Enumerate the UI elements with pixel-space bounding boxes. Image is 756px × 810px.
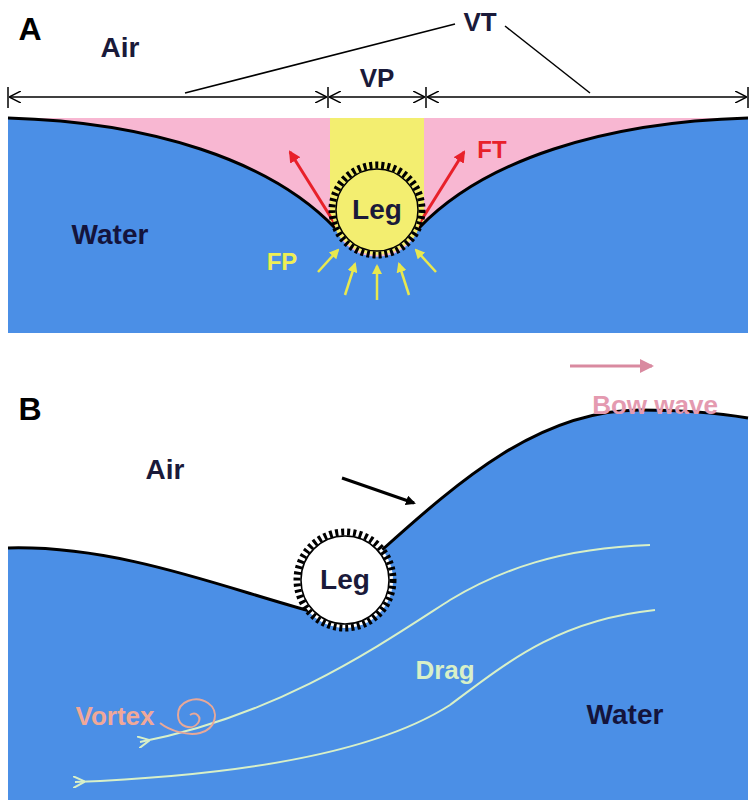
force-label: FP <box>267 249 298 275</box>
volume-label: VT <box>463 8 496 37</box>
leg-circle: Leg <box>293 528 397 632</box>
flow-label: Vortex <box>76 702 155 731</box>
wave-label: Bow wave <box>592 391 718 420</box>
panel-letter: A <box>18 12 41 47</box>
volume-label: VP <box>357 64 398 93</box>
medium-label: Water <box>587 700 664 731</box>
force-label: FT <box>477 137 506 163</box>
leg-label: Leg <box>352 194 402 226</box>
medium-label: Water <box>72 220 149 251</box>
panel-letter: B <box>18 392 41 427</box>
medium-label: Air <box>146 455 185 486</box>
medium-label: Air <box>101 33 140 64</box>
leg-circle: Leg <box>328 161 426 259</box>
leg-label: Leg <box>320 564 370 596</box>
flow-label: Drag <box>415 656 474 685</box>
